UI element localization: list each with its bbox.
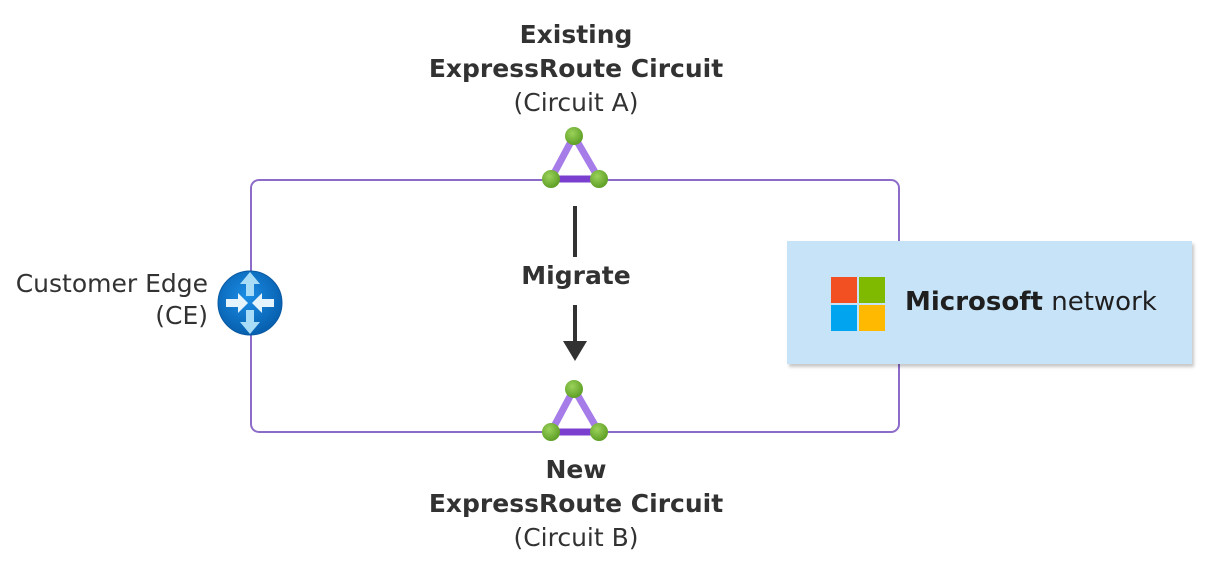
microsoft-brand: Microsoft (905, 287, 1043, 317)
ms-logo-blue-square (831, 305, 857, 331)
circuit-b-label: New ExpressRoute Circuit (Circuit B) (376, 453, 776, 555)
circuit-a-icon (542, 127, 608, 188)
router-icon (217, 270, 283, 336)
customer-edge-abbr: (CE) (155, 301, 208, 330)
migrate-label: Migrate (521, 261, 631, 290)
circuit-a-id: (Circuit A) (513, 88, 639, 117)
microsoft-network-suffix: network (1042, 287, 1157, 317)
circuit-a-type: ExpressRoute Circuit (428, 54, 724, 83)
circuit-a-status: Existing (519, 20, 633, 49)
microsoft-network-box: Microsoft network (787, 241, 1192, 364)
circuit-b-status: New (545, 455, 607, 484)
circuit-b-id: (Circuit B) (513, 523, 639, 552)
customer-edge-name: Customer Edge (15, 269, 208, 298)
ms-logo-green-square (859, 277, 885, 303)
microsoft-network-label: Microsoft network (905, 285, 1157, 319)
customer-edge-label: Customer Edge (CE) (16, 268, 208, 332)
migrate-arrow (563, 206, 587, 361)
microsoft-logo-icon (831, 277, 885, 331)
circuit-b-icon (542, 380, 608, 441)
circuit-b-type: ExpressRoute Circuit (428, 489, 724, 518)
circuit-a-label: Existing ExpressRoute Circuit (Circuit A… (376, 18, 776, 120)
ms-logo-red-square (831, 277, 857, 303)
ms-logo-yellow-square (859, 305, 885, 331)
